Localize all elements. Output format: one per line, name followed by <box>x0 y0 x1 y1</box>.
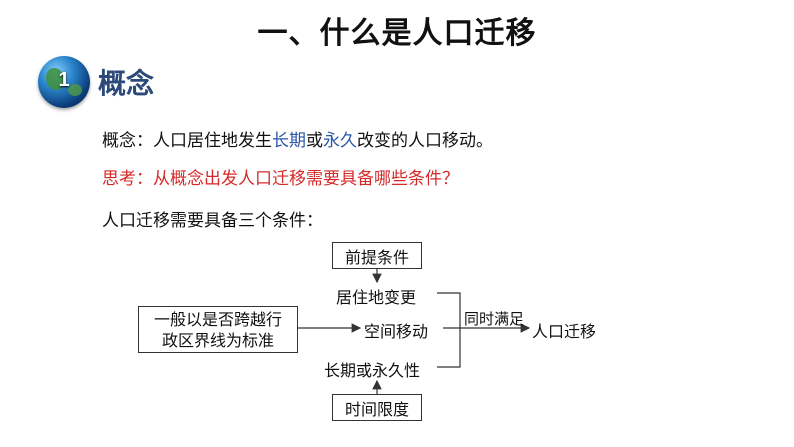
top-box: 前提条件 <box>332 242 422 269</box>
bottom-box: 时间限度 <box>332 394 422 421</box>
left-box-line1: 一般以是否跨越行 <box>153 309 282 329</box>
conditions-intro: 人口迁移需要具备三个条件： <box>102 211 323 231</box>
section-title: 概念 <box>98 67 155 100</box>
definition-line: 概念：人口居住地发生长期或永久改变的人口移动。 <box>102 126 493 151</box>
condition-1: 居住地变更 <box>336 288 417 307</box>
section-number: 1 <box>58 69 70 91</box>
definition-suffix: 改变的人口移动。 <box>357 131 493 151</box>
result-label: 人口迁移 <box>532 322 597 341</box>
definition-connector: 或 <box>306 131 323 151</box>
globe-icon: 1 <box>38 56 90 108</box>
definition-prefix: 概念：人口居住地发生 <box>102 131 272 151</box>
left-box-line2: 政区界线为标准 <box>161 330 274 350</box>
page-title: 一、什么是人口迁移 <box>257 16 537 51</box>
condition-2: 空间移动 <box>364 322 429 341</box>
thinking-question: 思考：从概念出发人口迁移需要具备哪些条件？ <box>102 169 459 189</box>
left-box: 一般以是否跨越行 政区界线为标准 <box>138 306 298 353</box>
bracket <box>437 292 461 368</box>
bracket-label: 同时满足 <box>464 310 525 328</box>
definition-highlight-permanent: 永久 <box>323 131 357 151</box>
definition-highlight-long-term: 长期 <box>272 131 306 151</box>
condition-3: 长期或永久性 <box>324 361 421 380</box>
